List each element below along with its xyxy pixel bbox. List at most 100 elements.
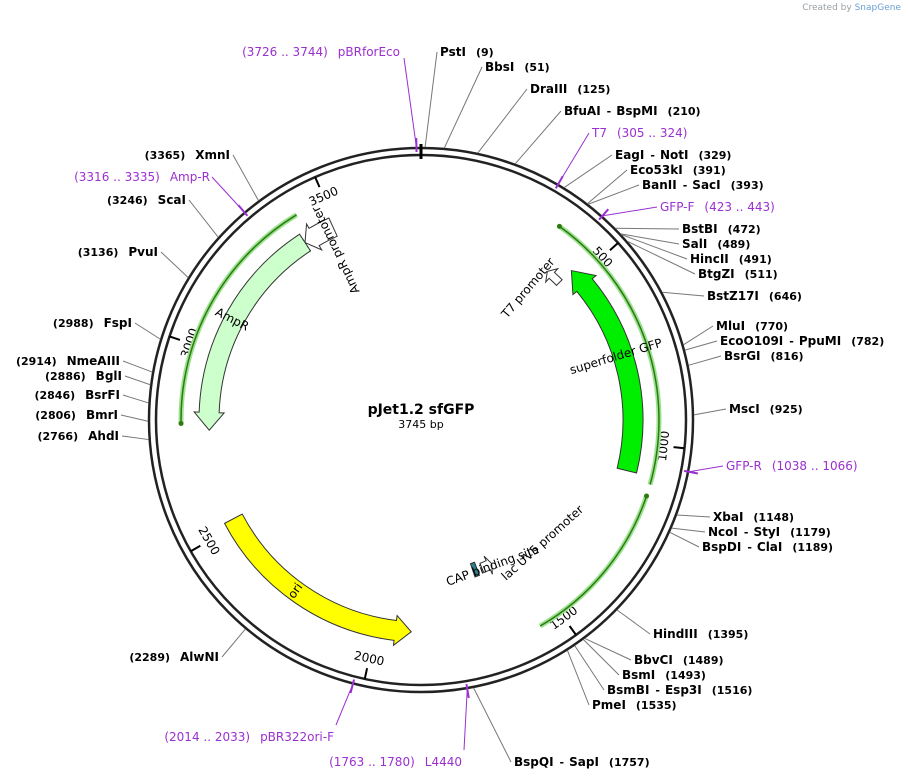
cut-position: (646) [769,290,802,303]
site-label-bspqi[interactable]: BspQI-SapI(1757) [514,755,650,769]
site-label-draiii[interactable]: DraIII(125) [530,82,610,96]
primer-range: (423 .. 443) [704,200,774,214]
site-label-sali[interactable]: SalI(489) [682,237,750,251]
primer-label-t7[interactable]: T7(305 .. 324) [591,126,687,140]
enzyme-name: EcoO109I [720,334,783,348]
enzyme-name: PstI [440,45,466,59]
site-label-bfuai[interactable]: BfuAI-BspMI(210) [564,104,701,118]
enzyme-name: SapI [569,755,599,769]
site-label-bbsi[interactable]: BbsI(51) [485,60,550,74]
svg-text:BspDI-ClaI(1189): BspDI-ClaI(1189) [702,540,833,554]
site-label-eagi[interactable]: EagI-NotI(329) [615,148,731,162]
leader-line [587,169,628,205]
ampr-promoter-arrow [304,217,338,251]
leader-line [124,375,151,386]
svg-text:EagI-NotI(329): EagI-NotI(329) [615,148,731,162]
enzyme-name: BsmI [622,668,655,682]
svg-text:XbaI(1148): XbaI(1148) [713,510,794,524]
svg-text:BstBI(472): BstBI(472) [682,222,761,236]
leader-line [335,684,354,726]
leader-line [676,514,711,518]
site-label-bsrfi[interactable]: (2846)BsrFI [34,388,120,402]
leader-line [566,650,590,706]
cut-position: (2914) [16,355,57,368]
primer-label-amp-r[interactable]: (3316 .. 3335)Amp-R [74,170,210,184]
site-label-scai[interactable]: (3246)ScaI [107,193,186,207]
site-label-bsmbi[interactable]: BsmBI-Esp3I(1516) [607,683,752,697]
site-label-hincii[interactable]: HincII(491) [690,252,772,266]
leader-line [232,154,259,201]
ampr-arrow [193,233,312,431]
primer-label-gfp-r[interactable]: GFP-R(1038 .. 1066) [726,459,858,473]
leader-line [584,637,632,661]
name-separator: - [789,335,794,348]
site-label-bsrgi[interactable]: BsrGI(816) [724,349,804,363]
leader-line [616,609,651,635]
leader-line [121,435,149,441]
enzyme-name: NotI [660,148,689,162]
site-label-ncoi[interactable]: NcoI-StyI(1179) [708,525,831,539]
site-label-banii[interactable]: BanII-SacI(393) [642,178,764,192]
name-separator: - [655,684,660,697]
site-label-xmni[interactable]: (3365)XmnI [145,148,230,162]
cut-position: (770) [755,320,788,333]
leader-line [602,206,658,217]
site-label-alwni[interactable]: (2289)AlwNI [129,650,219,664]
leader-line [463,689,468,751]
primer-label-pbr322ori-f[interactable]: (2014 .. 2033)pBR322ori-F [164,730,334,744]
snapgene-credit: Created by SnapGene [802,3,901,13]
leader-line [615,227,680,230]
cut-position: (1493) [665,669,706,682]
site-label-bstz17i[interactable]: BstZ17I(646) [707,289,802,303]
site-label-bgli[interactable]: (2886)BglI [45,369,122,383]
site-label-nmeaiii[interactable]: (2914)NmeAIII [16,354,120,368]
enzyme-name: Eco53kI [630,163,683,177]
leader-line [221,628,246,658]
credit-brand: SnapGene [854,3,901,13]
site-label-ahdi[interactable]: (2766)AhdI [37,429,119,443]
site-label-msci[interactable]: MscI(925) [729,402,803,416]
site-label-bstbi[interactable]: BstBI(472) [682,222,761,236]
ampr-promoter-divider [299,233,311,252]
site-label-bsmi[interactable]: BsmI (1493) [622,668,706,682]
primer-label-pbrforeco[interactable]: (3726 .. 3744)pBRforEco [242,45,400,59]
leader-line [693,408,727,416]
site-label-psti[interactable]: PstI(9) [440,45,494,59]
t7-promoter-glyph [544,267,563,287]
svg-text:(2766)AhdI: (2766)AhdI [37,429,119,443]
site-label-pvui[interactable]: (3136)PvuI [78,245,158,259]
enzyme-name: BspQI [514,755,554,769]
primer-label-l4440[interactable]: (1763 .. 1780)L4440 [329,755,462,769]
credit-prefix: Created by [802,3,852,13]
gfp-orf-arc-2-halo [538,495,649,629]
site-label-btgzi[interactable]: BtgZI(511) [698,267,778,281]
cut-position: (2846) [34,389,75,402]
enzyme-name: HincII [690,252,729,266]
cut-position: (1489) [683,654,724,667]
svg-text:(3316 .. 3335)Amp-R: (3316 .. 3335)Amp-R [74,170,210,184]
site-label-hindiii[interactable]: HindIII(1395) [653,627,748,641]
cut-position: (1189) [792,541,833,554]
lac-promoter-label: lac UV5 promoter [499,502,587,583]
site-label-fspi[interactable]: (2988)FspI [53,316,132,330]
svg-text:(2914)NmeAIII: (2914)NmeAIII [16,354,120,368]
svg-text:BsmBI-Esp3I(1516): BsmBI-Esp3I(1516) [607,683,752,697]
site-label-bmri[interactable]: (2806)BmrI [35,408,118,422]
primer-name: GFP-F [660,200,695,214]
site-label-bbvci[interactable]: BbvCI(1489) [634,653,724,667]
site-label-mlui[interactable]: MluI(770) [716,319,788,333]
site-label-pmei[interactable]: PmeI(1535) [592,698,677,712]
enzyme-name: PpuMI [799,334,841,348]
superfolder-gfp-arrow [570,269,644,474]
site-label-bspdi[interactable]: BspDI-ClaI(1189) [702,540,833,554]
leader-line [563,154,613,188]
primer-label-gfp-f[interactable]: GFP-F (423 .. 443) [660,200,775,214]
site-label-xbai[interactable]: XbaI(1148) [713,510,794,524]
leader-line [557,132,590,185]
cut-position: (472) [728,223,761,236]
svg-text:HincII(491): HincII(491) [690,252,772,266]
site-label-ecoo109i[interactable]: EcoO109I-PpuMI(782) [720,334,884,348]
site-label-eco53ki[interactable]: Eco53kI(391) [630,163,726,177]
enzyme-name: BtgZI [698,267,735,281]
primer-range: (305 .. 324) [617,126,687,140]
